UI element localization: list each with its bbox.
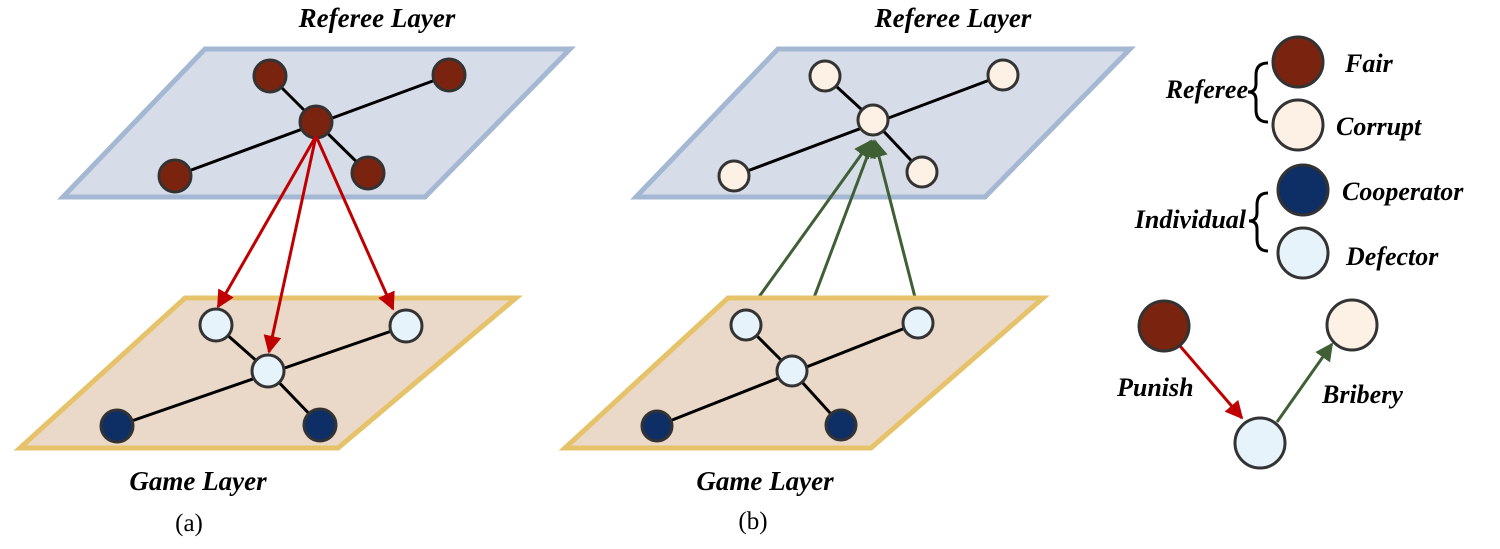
panel-a-referee-nodes bbox=[157, 57, 467, 194]
bribery-arrow bbox=[744, 139, 873, 316]
panel-a-game-layer-title: Game Layer bbox=[129, 466, 267, 496]
legend-punish-fair-node bbox=[1137, 299, 1191, 353]
panel-b-referee-nodes bbox=[717, 58, 1020, 193]
legend-cooperator-label: Cooperator bbox=[1342, 177, 1464, 206]
panel-a-label: (a) bbox=[175, 510, 203, 537]
corrupt-referee-node bbox=[986, 58, 1020, 92]
legend-individual-brace bbox=[1248, 191, 1269, 253]
corrupt-referee-node bbox=[808, 59, 842, 93]
legend-defector-swatch bbox=[1276, 226, 1330, 280]
cooperator-node bbox=[302, 407, 338, 443]
defector-node-central bbox=[775, 354, 809, 388]
panel-b: Referee Layer bbox=[558, 3, 1136, 535]
cooperator-node bbox=[824, 408, 858, 442]
legend-punish-label: Punish bbox=[1116, 373, 1194, 402]
legend-cooperator-swatch bbox=[1276, 163, 1330, 217]
legend: Referee Fair Corrupt Individual Cooperat… bbox=[1116, 35, 1464, 470]
panel-a-game-nodes bbox=[99, 307, 424, 444]
panel-a-punish-arrows bbox=[216, 135, 395, 354]
defector-node bbox=[901, 306, 935, 340]
legend-fair-label: Fair bbox=[1344, 49, 1394, 78]
defector-node bbox=[729, 308, 763, 342]
legend-defector-label: Defector bbox=[1345, 242, 1439, 271]
legend-individual-group-label: Individual bbox=[1134, 205, 1247, 234]
corrupt-referee-node-central bbox=[856, 103, 890, 137]
legend-bribery-corrupt-node bbox=[1325, 298, 1379, 352]
fair-referee-node bbox=[350, 155, 386, 191]
legend-fair-swatch bbox=[1271, 35, 1325, 89]
legend-referee-brace bbox=[1247, 61, 1269, 124]
defector-node bbox=[388, 308, 424, 344]
panel-b-game-layer-title: Game Layer bbox=[696, 466, 834, 496]
legend-referee-group-label: Referee bbox=[1165, 75, 1248, 104]
legend-target-defector-node bbox=[1233, 416, 1287, 470]
punish-arrow bbox=[263, 135, 318, 354]
bribery-arrow bbox=[870, 139, 920, 310]
legend-bribery-arrow bbox=[1275, 342, 1334, 423]
legend-corrupt-label: Corrupt bbox=[1336, 112, 1422, 141]
panel-a-referee-layer-title: Referee Layer bbox=[298, 3, 456, 33]
fair-referee-node bbox=[157, 158, 193, 194]
panel-b-label: (b) bbox=[738, 508, 767, 535]
punish-arrow bbox=[216, 135, 318, 309]
fair-referee-node bbox=[252, 58, 288, 94]
legend-corrupt-swatch bbox=[1271, 98, 1325, 152]
fair-referee-node bbox=[431, 57, 467, 93]
cooperator-node bbox=[99, 408, 135, 444]
panel-b-game-nodes bbox=[640, 306, 935, 443]
corrupt-referee-node bbox=[717, 159, 751, 193]
fair-referee-node-central bbox=[298, 104, 334, 140]
legend-punish-arrow bbox=[1178, 345, 1244, 420]
panel-b-referee-layer-title: Referee Layer bbox=[874, 3, 1032, 33]
panel-a: Referee Layer bbox=[13, 3, 576, 537]
defector-node bbox=[198, 307, 234, 343]
legend-bribery-label: Bribery bbox=[1321, 380, 1403, 409]
cooperator-node bbox=[640, 409, 674, 443]
corrupt-referee-node bbox=[905, 155, 939, 189]
punish-arrow bbox=[314, 135, 395, 311]
defector-node-central bbox=[250, 353, 286, 389]
